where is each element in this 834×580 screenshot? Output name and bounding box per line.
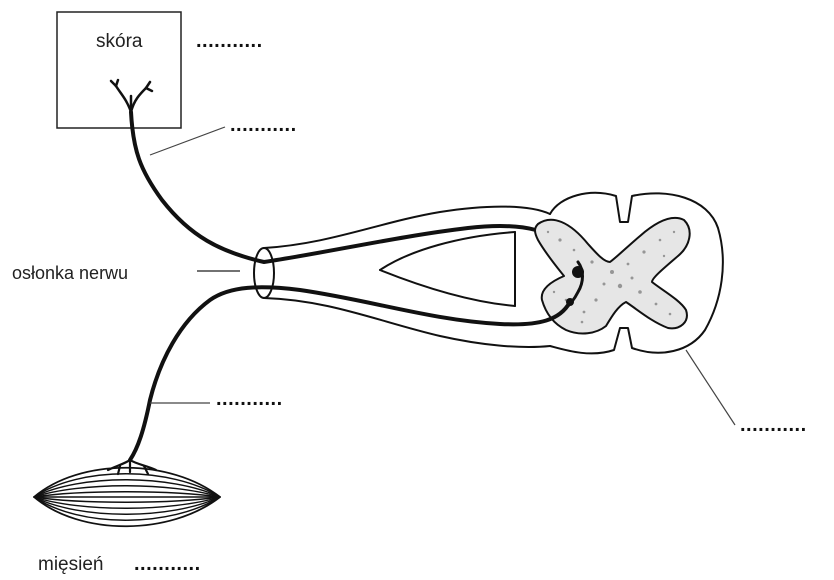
sensory-neuron-leader — [150, 127, 225, 155]
motor-neuron-blank: ........... — [216, 388, 283, 410]
skin-label: skóra — [96, 31, 143, 52]
nerve-sheath-label: osłonka nerwu — [12, 263, 128, 283]
sensory-neuron — [131, 112, 578, 262]
sensory-neuron-blank: ........... — [230, 114, 297, 136]
skin-blank: ........... — [196, 30, 263, 52]
muscle-blank: ........... — [134, 553, 201, 575]
muscle — [34, 468, 220, 527]
motor-neuron — [130, 287, 570, 460]
sensory-receptor — [111, 80, 152, 112]
spinal-cord-blank: ........... — [740, 414, 807, 436]
muscle-label: mięsień — [38, 554, 103, 575]
skin-box — [57, 12, 181, 128]
spinal-cord-leader — [686, 350, 735, 425]
